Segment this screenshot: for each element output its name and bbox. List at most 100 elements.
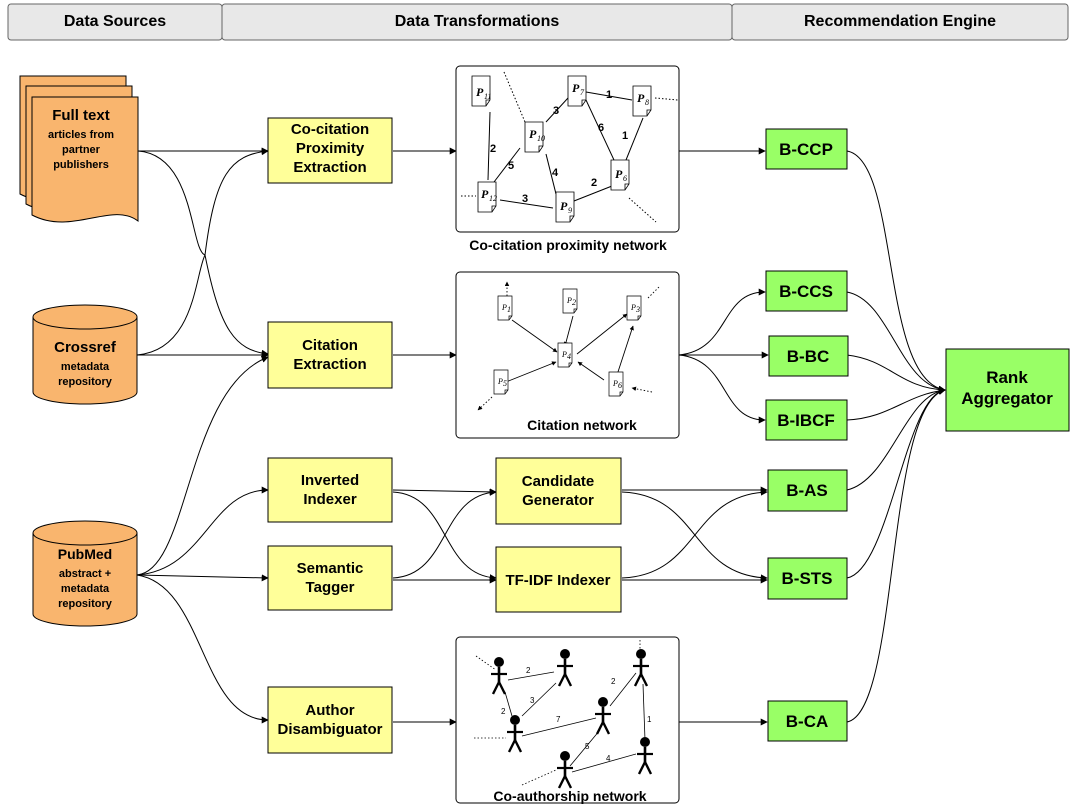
- engine-bsts: B-STS: [767, 557, 848, 600]
- cocitation-edge-weights: 1 3 2 6 1 5 4 2 3: [490, 89, 628, 205]
- candidate-line1: Candidate: [522, 473, 595, 490]
- fulltext-title: Full text: [52, 107, 110, 124]
- bbc-label: B-BC: [787, 347, 830, 366]
- weight-p7-p6: 6: [598, 122, 604, 134]
- node-p12: P: [481, 187, 489, 201]
- weight-p10-p9: 4: [552, 167, 559, 179]
- weight-p8-p6: 1: [622, 130, 628, 142]
- coauthor-edge-weights: 2 3 2 7 2 1 5 4: [501, 666, 652, 763]
- sub-9: 9: [568, 206, 572, 215]
- bas-label: B-AS: [786, 481, 828, 500]
- network-cocitation: P P P P P P P 11 7 8 10 6 12 9 1 3 2 6 1…: [455, 65, 680, 233]
- sub-12: 12: [489, 194, 497, 203]
- header-data-sources-label: Data Sources: [64, 13, 166, 30]
- cocitation-node-labels: P P P P P P P 11 7 8 10 6 12 9: [476, 81, 649, 215]
- engine-bibcf: B-IBCF: [765, 399, 848, 441]
- box-citation-extraction: Citation Extraction: [267, 321, 393, 389]
- node-p9: P: [560, 199, 568, 213]
- cit-node-p5: P: [497, 377, 503, 386]
- engine-bbc: B-BC: [768, 335, 849, 377]
- header-data-transformations-label: Data Transformations: [395, 13, 560, 30]
- sub-10: 10: [537, 134, 545, 143]
- co-weight-2: 3: [530, 696, 535, 705]
- weight-p9-p6: 2: [591, 177, 597, 189]
- inverted-line2: Indexer: [303, 491, 357, 508]
- candidate-line2: Generator: [522, 492, 594, 509]
- pubmed-line2: metadata: [61, 583, 110, 595]
- fulltext-line3: publishers: [53, 159, 109, 171]
- crossref-line2: repository: [58, 376, 113, 388]
- connectors: [136, 147, 946, 726]
- cit-sub-3: 3: [635, 305, 640, 314]
- engine-bca: B-CA: [767, 700, 848, 742]
- bsts-label: B-STS: [782, 569, 833, 588]
- crossref-line1: metadata: [61, 361, 110, 373]
- co-weight-7: 5: [585, 742, 590, 751]
- node-p6: P: [615, 167, 623, 181]
- co-weight-5: 2: [611, 677, 616, 686]
- fulltext-line2: partner: [62, 144, 101, 156]
- engine-bas: B-AS: [767, 469, 848, 512]
- network-coauthor: 2 3 2 7 2 1 5 4: [455, 636, 680, 804]
- box-tfidf-indexer: TF-IDF Indexer: [495, 546, 622, 613]
- cocitation-line1: Co-citation: [291, 121, 369, 138]
- cit-node-p6: P: [612, 379, 618, 388]
- inverted-line1: Inverted: [301, 472, 359, 489]
- cit-sub-1: 1: [507, 305, 511, 314]
- co-weight-3: 2: [501, 707, 506, 716]
- sub-6: 6: [623, 174, 627, 183]
- cit-node-p2: P: [566, 296, 572, 305]
- node-p11: P: [476, 85, 484, 99]
- sub-11: 11: [484, 92, 491, 101]
- weight-p12-p9: 3: [522, 193, 528, 205]
- header-recommendation-engine: Recommendation Engine: [731, 3, 1069, 41]
- author-line2: Disambiguator: [277, 721, 382, 738]
- bccp-label: B-CCP: [779, 140, 833, 159]
- cit-node-p4: P: [561, 350, 567, 359]
- network-citation: P P P P P P 1 2 3 4 5 6 Citation network: [455, 271, 680, 439]
- pubmed-line1: abstract +: [59, 568, 111, 580]
- node-p10: P: [529, 127, 537, 141]
- rank-aggregator: Rank Aggregator: [945, 348, 1070, 432]
- tfidf-label: TF-IDF Indexer: [505, 572, 610, 589]
- citation-caption: Citation network: [527, 417, 637, 433]
- pubmed-line3: repository: [58, 598, 113, 610]
- semantic-line1: Semantic: [297, 560, 364, 577]
- cocitation-line3: Extraction: [293, 159, 366, 176]
- crossref-title: Crossref: [54, 339, 117, 356]
- cit-sub-4: 4: [567, 352, 571, 361]
- citation-line1: Citation: [302, 337, 358, 354]
- weight-p7-p8: 1: [606, 89, 612, 101]
- cit-node-p3: P: [630, 303, 636, 312]
- box-candidate-generator: Candidate Generator: [495, 457, 622, 525]
- fulltext-line1: articles from: [48, 129, 114, 141]
- sub-7: 7: [580, 88, 585, 97]
- cit-sub-6: 6: [618, 381, 622, 390]
- weight-p7-p10: 3: [553, 105, 559, 117]
- header-recommendation-engine-label: Recommendation Engine: [804, 13, 996, 30]
- co-weight-6: 1: [647, 715, 652, 724]
- box-inverted-indexer: Inverted Indexer: [267, 457, 393, 523]
- rank-line2: Aggregator: [961, 389, 1053, 408]
- bca-label: B-CA: [786, 712, 829, 731]
- coauthor-caption: Co-authorship network: [493, 788, 646, 804]
- cit-sub-5: 5: [503, 379, 507, 388]
- semantic-line2: Tagger: [306, 579, 355, 596]
- box-semantic-tagger: Semantic Tagger: [267, 545, 393, 611]
- rank-line1: Rank: [986, 368, 1028, 387]
- cit-sub-2: 2: [572, 298, 576, 307]
- weight-p10-p12: 5: [508, 160, 514, 172]
- bibcf-label: B-IBCF: [777, 411, 835, 430]
- engine-bccs: B-CCS: [765, 270, 848, 312]
- pubmed-title: PubMed: [58, 546, 112, 562]
- header-data-transformations: Data Transformations: [221, 3, 733, 41]
- header-data-sources: Data Sources: [7, 3, 223, 41]
- source-crossref: Crossref metadata repository: [32, 304, 138, 405]
- box-cocitation-extraction: Co-citation Proximity Extraction: [267, 117, 393, 184]
- node-p8: P: [637, 91, 645, 105]
- citation-node-labels: P P P P P P 1 2 3 4 5 6: [497, 296, 640, 390]
- sub-8: 8: [645, 98, 649, 107]
- cocitation-line2: Proximity: [296, 140, 365, 157]
- node-p7: P: [572, 81, 580, 95]
- bccs-label: B-CCS: [779, 282, 833, 301]
